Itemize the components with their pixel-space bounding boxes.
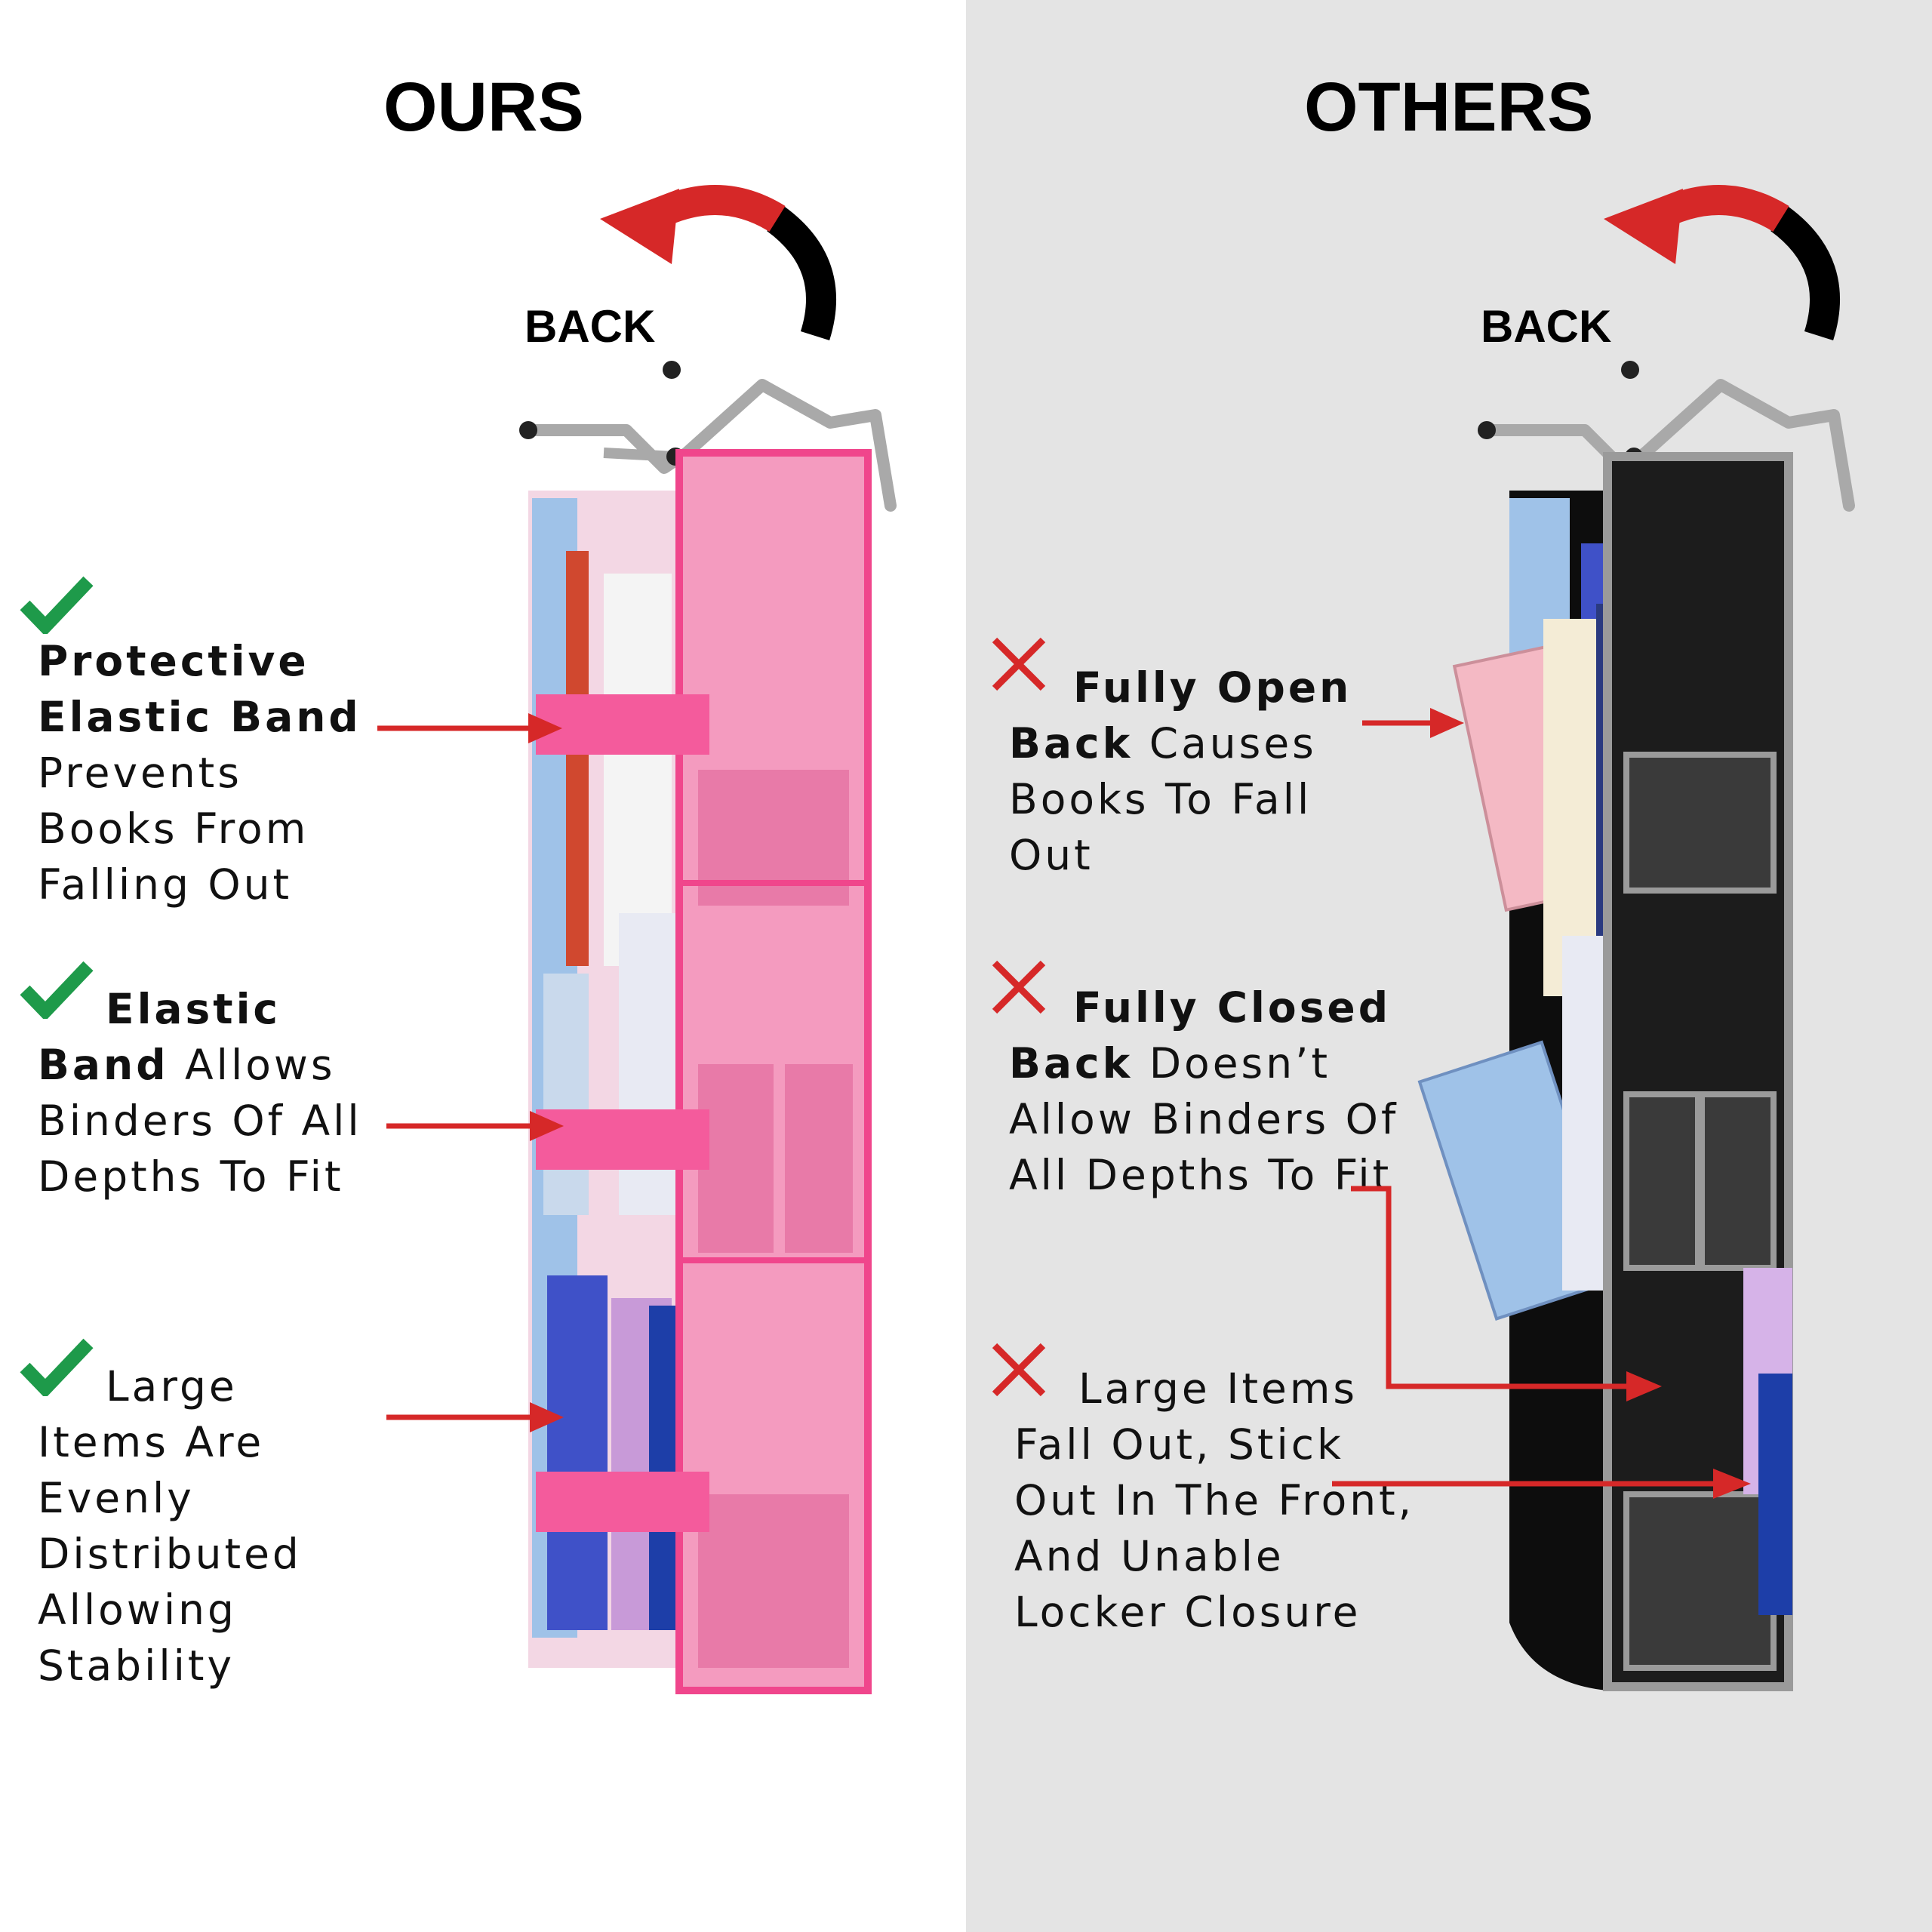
feature-text: Doesn’t Allow Binders Of All Depths To F… bbox=[1009, 1039, 1399, 1199]
pointer-arrow-icon bbox=[1362, 708, 1464, 738]
pointer-arrow-icon bbox=[1351, 1186, 1662, 1401]
feature-bold: Protective Elastic Band bbox=[38, 637, 361, 741]
check-icon bbox=[20, 576, 94, 634]
pointer-arrow-icon bbox=[377, 713, 562, 743]
rotate-arrow-icon bbox=[1604, 185, 1840, 341]
pink-organizer-image bbox=[528, 449, 872, 1694]
feature-large-items-fall-out: Large Items Fall Out, Stick Out In The F… bbox=[1014, 1361, 1437, 1640]
ours-panel: OURS BACK bbox=[20, 69, 897, 1694]
x-icon bbox=[992, 960, 1046, 1014]
pointer-arrow-icon bbox=[386, 1111, 564, 1141]
others-panel: OTHERS BACK bbox=[966, 0, 1932, 1932]
feature-fully-closed-back: Fully Closed Back Doesn’t Allow Binders … bbox=[1009, 980, 1432, 1203]
feature-text: Prevents Books From Falling Out bbox=[38, 749, 309, 909]
feature-bold: Elastic Band bbox=[38, 985, 281, 1089]
feature-protective-band: Protective Elastic Band Prevents Books F… bbox=[38, 577, 370, 912]
feature-large-items: Large Items Are Evenly Distributed Allow… bbox=[38, 1358, 299, 1694]
black-organizer-image bbox=[1417, 452, 1793, 1691]
check-icon bbox=[20, 961, 94, 1019]
feature-bold: Fully Open Back bbox=[1009, 663, 1352, 768]
feature-elastic-band: Elastic Band Allows Binders Of All Depth… bbox=[38, 981, 385, 1204]
x-icon bbox=[992, 1343, 1046, 1397]
x-icon bbox=[992, 637, 1046, 691]
feature-text: Large Items Fall Out, Stick Out In The F… bbox=[1014, 1364, 1415, 1636]
feature-text: Allows Binders Of All Depths To Fit bbox=[38, 1041, 362, 1201]
ours-heading: OURS bbox=[383, 69, 584, 146]
rotate-arrow-icon bbox=[600, 185, 836, 341]
feature-bold: Fully Closed Back bbox=[1009, 983, 1392, 1088]
feature-text: Large Items Are Evenly Distributed Allow… bbox=[38, 1362, 302, 1690]
back-label: BACK bbox=[1481, 301, 1612, 352]
others-heading: OTHERS bbox=[1304, 69, 1594, 146]
check-icon bbox=[20, 1338, 94, 1396]
feature-fully-open-back: Fully Open Back Causes Books To Fall Out bbox=[1009, 660, 1371, 883]
back-label: BACK bbox=[525, 301, 656, 352]
hanger-icon bbox=[519, 361, 897, 512]
pointer-arrow-icon bbox=[386, 1402, 564, 1432]
pointer-arrow-icon bbox=[1332, 1469, 1751, 1499]
feature-text: Causes Books To Fall Out bbox=[1009, 719, 1317, 879]
